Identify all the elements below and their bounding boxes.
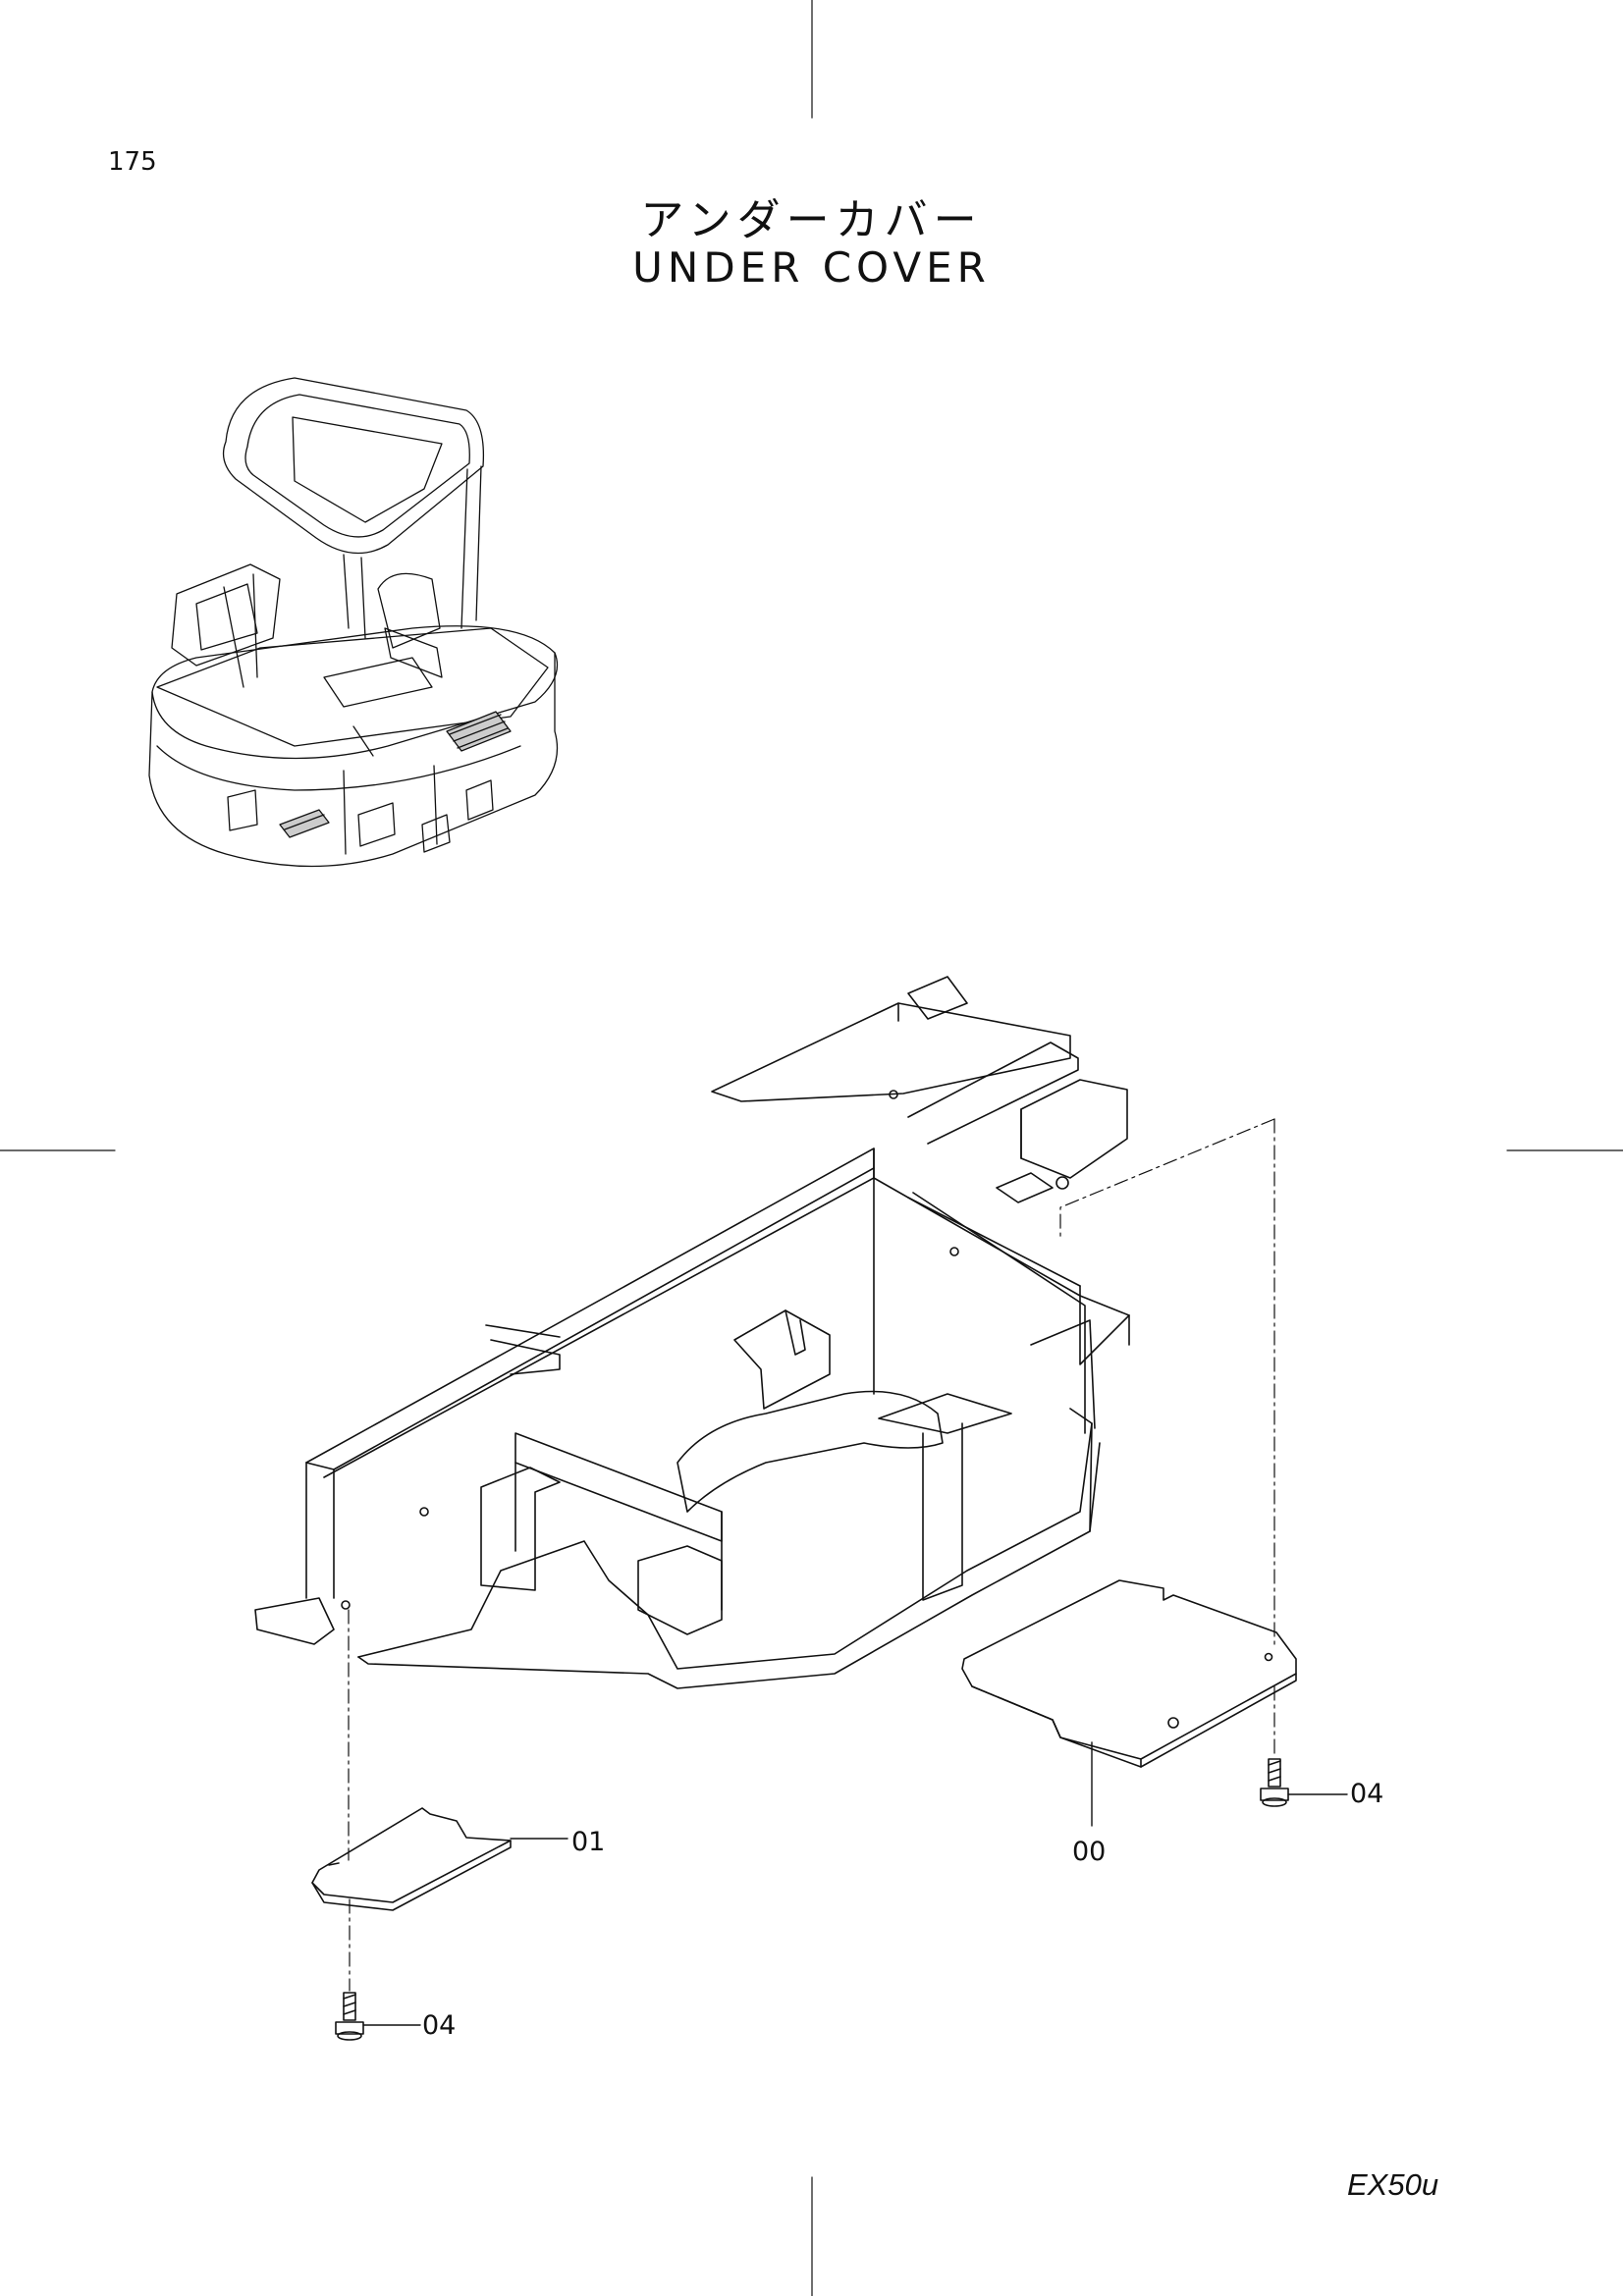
under-cover-00-illustration — [962, 1580, 1296, 1767]
callout-part-00: 00 — [1072, 1837, 1107, 1867]
page-title-english: UNDER COVER — [632, 243, 991, 292]
bolt-04-right-illustration — [1261, 1759, 1288, 1806]
page-title-japanese: アンダーカバー — [640, 195, 983, 245]
under-cover-01-illustration — [312, 1808, 511, 1910]
assembly-center-lines — [349, 1119, 1274, 1991]
callout-leader-lines — [363, 1742, 1347, 2025]
excavator-overview-illustration — [149, 378, 558, 867]
page-number: 175 — [108, 147, 157, 177]
callout-part-01: 01 — [571, 1827, 606, 1857]
bolt-04-left-illustration — [336, 1993, 363, 2040]
revolving-frame-illustration — [255, 977, 1129, 1688]
model-code: EX50u — [1347, 2167, 1439, 2202]
callout-part-04-right: 04 — [1350, 1779, 1384, 1809]
callout-part-04-left: 04 — [422, 2010, 457, 2041]
